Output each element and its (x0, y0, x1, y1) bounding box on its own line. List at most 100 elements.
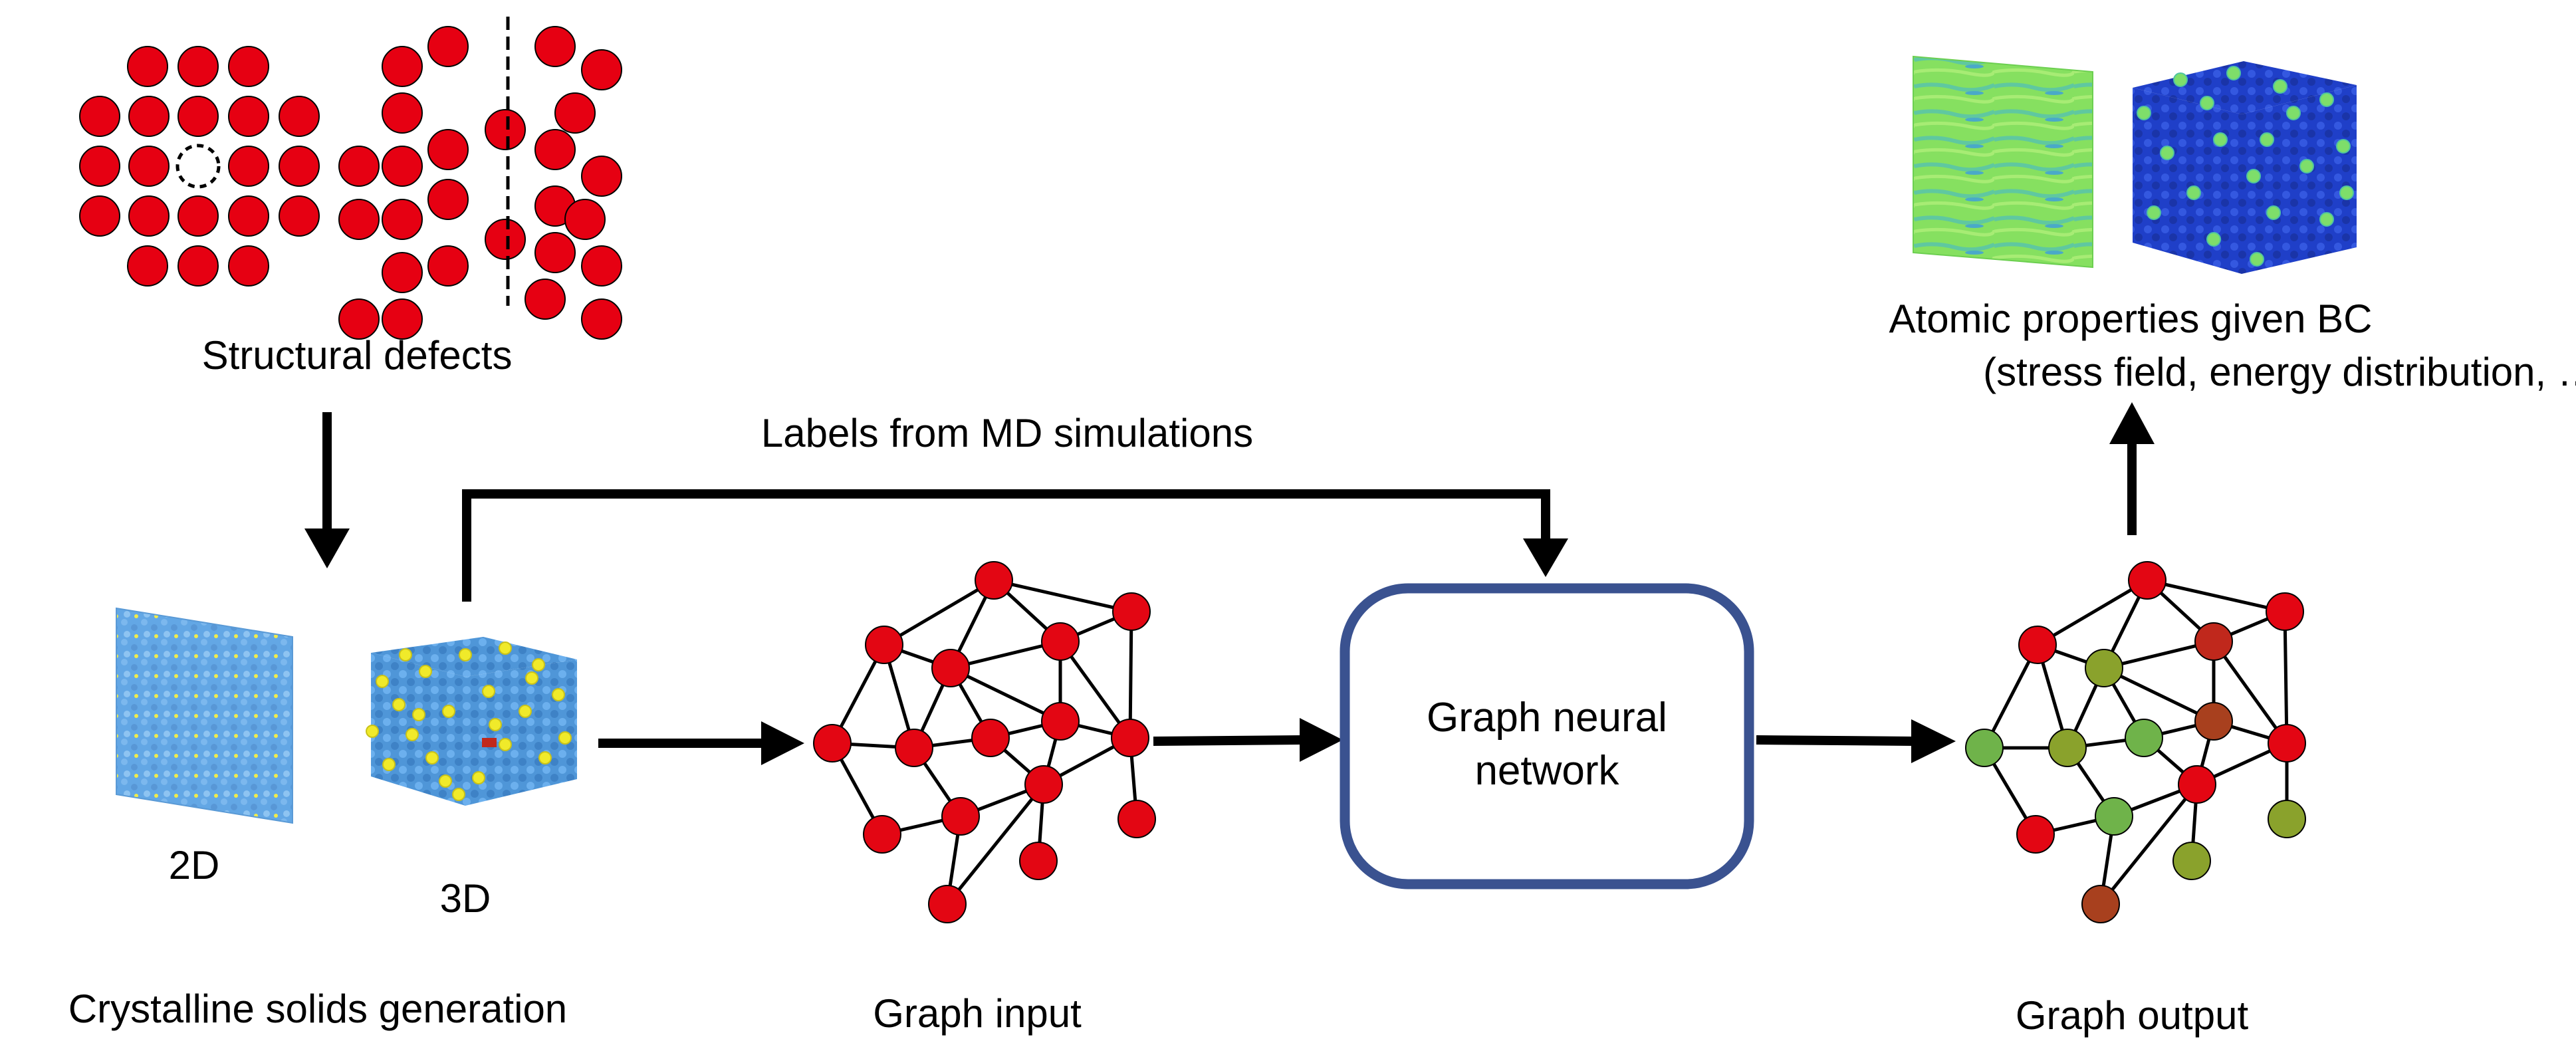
graph-edge (993, 578, 1132, 614)
atom (79, 96, 120, 137)
graph-node (2085, 649, 2123, 687)
energy-distribution-3d-map (2133, 61, 2357, 274)
graph-node (2125, 719, 2163, 757)
graph-edge (2099, 783, 2198, 905)
graph-node (1024, 765, 1063, 804)
atom (228, 195, 269, 237)
atom (228, 146, 269, 187)
atom (382, 199, 423, 240)
atom (79, 146, 120, 187)
graph-node (2194, 702, 2233, 741)
atom (279, 195, 320, 237)
input-graph (813, 561, 1156, 923)
atom (581, 156, 622, 197)
atom (228, 245, 269, 287)
3d-crystal-sample (366, 637, 577, 806)
atom (338, 199, 380, 240)
atom (427, 26, 469, 67)
atom (177, 46, 219, 87)
atom (427, 129, 469, 170)
crystalline-generation-label: Crystalline solids generation (68, 987, 567, 1031)
atom (581, 298, 622, 340)
graph-edge (2283, 611, 2289, 744)
vacancy-lattice (79, 46, 320, 287)
graph-node (975, 561, 1013, 600)
stress-field-2d-map (1913, 55, 2093, 269)
arrow-graph-to-gnn (1153, 718, 1343, 762)
graph-node (1041, 622, 1080, 661)
atom (279, 146, 320, 187)
graph-node (1019, 842, 1058, 880)
atom (127, 46, 168, 87)
atom (382, 46, 423, 87)
atom (485, 109, 526, 150)
graph-node (2048, 729, 2087, 767)
atom (177, 96, 219, 137)
output-graph (1965, 561, 2306, 923)
atom (382, 92, 423, 134)
atom (525, 279, 566, 320)
atom (427, 179, 469, 220)
atom (534, 26, 576, 67)
2d-label: 2D (169, 843, 220, 887)
graph-node (1041, 702, 1080, 741)
2d-crystal-sample (116, 607, 293, 824)
graph-edge (1982, 644, 2040, 749)
arrow-output-to-properties (2109, 402, 2155, 535)
graph-edge (2036, 578, 2149, 647)
graph-node (813, 724, 852, 762)
graph-node (2268, 800, 2306, 838)
atom (79, 195, 120, 237)
graph-node (2268, 724, 2306, 762)
arrow-defects-to-generation (304, 412, 350, 568)
graph-edge (1058, 640, 1132, 739)
atom (127, 245, 168, 287)
graph-node (865, 626, 903, 664)
graph-edge (1128, 611, 1133, 739)
graph-node (895, 729, 933, 767)
md-labels-bracket-arrow (462, 489, 1568, 602)
graph-node (928, 885, 967, 923)
graph-edge (2212, 640, 2289, 745)
vacancy-site (176, 144, 221, 189)
atom (554, 92, 596, 134)
graph-node (1111, 719, 1149, 757)
graph-node (931, 649, 970, 687)
atom (427, 245, 469, 287)
atom (564, 199, 606, 240)
graph-node (1965, 729, 2004, 767)
atom (338, 146, 380, 187)
atom (338, 298, 380, 340)
graph-edge (883, 578, 995, 647)
graph-edge (2147, 578, 2285, 614)
graph-node (971, 719, 1010, 757)
atom (534, 129, 576, 170)
graph-node (2128, 561, 2166, 600)
structural-defects-label: Structural defects (202, 333, 513, 378)
graph-node (1112, 592, 1151, 631)
atom (128, 146, 170, 187)
graph-edge (2103, 666, 2215, 723)
atom (177, 195, 219, 237)
graph-node (2194, 622, 2233, 661)
graph-node (2081, 885, 2120, 923)
atom (177, 245, 219, 287)
graph-input-label: Graph input (873, 991, 1082, 1036)
atom (581, 49, 622, 90)
graph-node (2266, 592, 2304, 631)
gnn-label-line1: Graph neural (1427, 695, 1667, 741)
arrow-generation-to-graph (598, 721, 804, 765)
atom (534, 232, 576, 273)
atomic-properties-detail-label: (stress field, energy distribution, …) (1983, 350, 2576, 394)
gnn-label-line2: network (1474, 748, 1619, 794)
graph-node (863, 815, 901, 854)
grain-boundary-lattice (338, 26, 622, 340)
atom (279, 96, 320, 137)
arrow-gnn-to-output (1756, 719, 1956, 763)
atom (581, 245, 622, 287)
graph-node (2178, 765, 2216, 804)
structural-defects-illustration (79, 17, 622, 340)
labels-from-md-label: Labels from MD simulations (761, 411, 1253, 455)
graph-edge (949, 666, 1062, 723)
